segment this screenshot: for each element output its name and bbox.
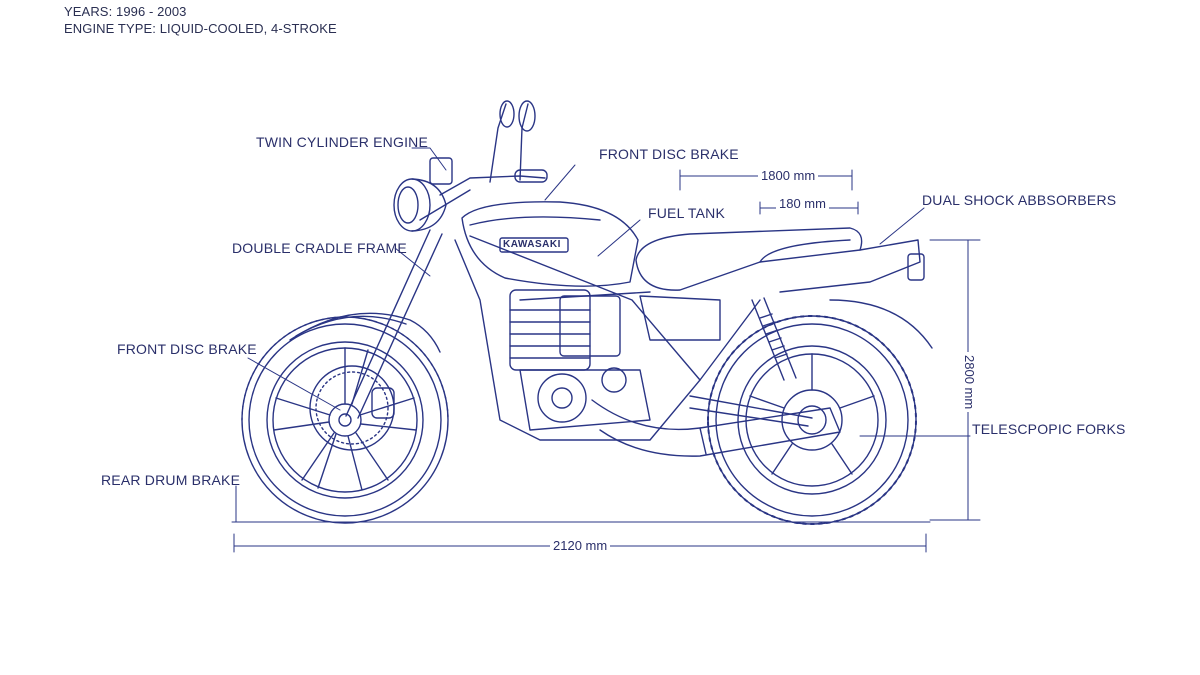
exhaust bbox=[591, 399, 841, 457]
label-twin-cylinder-engine: TWIN CYLINDER ENGINE bbox=[256, 134, 429, 150]
label-double-cradle-frame: DOUBLE CRADLE FRAME bbox=[232, 240, 407, 256]
tank-badge: KAWASAKI bbox=[503, 239, 561, 250]
label-telescopic-forks: TELESCPOPIC FORKS bbox=[972, 421, 1126, 437]
seat bbox=[635, 227, 863, 291]
rear-shock bbox=[751, 297, 797, 381]
label-front-disc-brake-top: FRONT DISC BRAKE bbox=[599, 146, 739, 162]
front-wheel bbox=[241, 316, 449, 524]
dimension-length: 2120 mm bbox=[550, 538, 611, 553]
dimension-height: 2800 mm bbox=[962, 352, 977, 413]
dimension-top-1: 1800 mm bbox=[758, 168, 819, 183]
headlight bbox=[393, 178, 447, 232]
leader-lines bbox=[235, 147, 971, 523]
engine-type-label: ENGINE TYPE: LIQUID-COOLED, 4-STROKE bbox=[64, 21, 337, 36]
dimension-lines bbox=[233, 169, 981, 553]
front-brake-disc bbox=[309, 365, 395, 451]
tail-section bbox=[779, 239, 933, 349]
swingarm bbox=[689, 395, 813, 427]
rear-wheel bbox=[707, 315, 917, 525]
front-fender bbox=[289, 312, 441, 353]
frame bbox=[454, 235, 761, 441]
dimension-top-2: 180 mm bbox=[776, 196, 829, 211]
engine bbox=[509, 289, 651, 431]
label-rear-drum-brake: REAR DRUM BRAKE bbox=[101, 472, 241, 488]
label-dual-shock-absorbers: DUAL SHOCK ABBSORBERS bbox=[922, 192, 1117, 208]
years-label: YEARS: 1996 - 2003 bbox=[64, 4, 187, 19]
label-front-disc-brake-left: FRONT DISC BRAKE bbox=[117, 341, 257, 357]
handlebar bbox=[429, 100, 548, 196]
label-fuel-tank: FUEL TANK bbox=[648, 205, 726, 221]
fuel-tank bbox=[461, 201, 639, 287]
